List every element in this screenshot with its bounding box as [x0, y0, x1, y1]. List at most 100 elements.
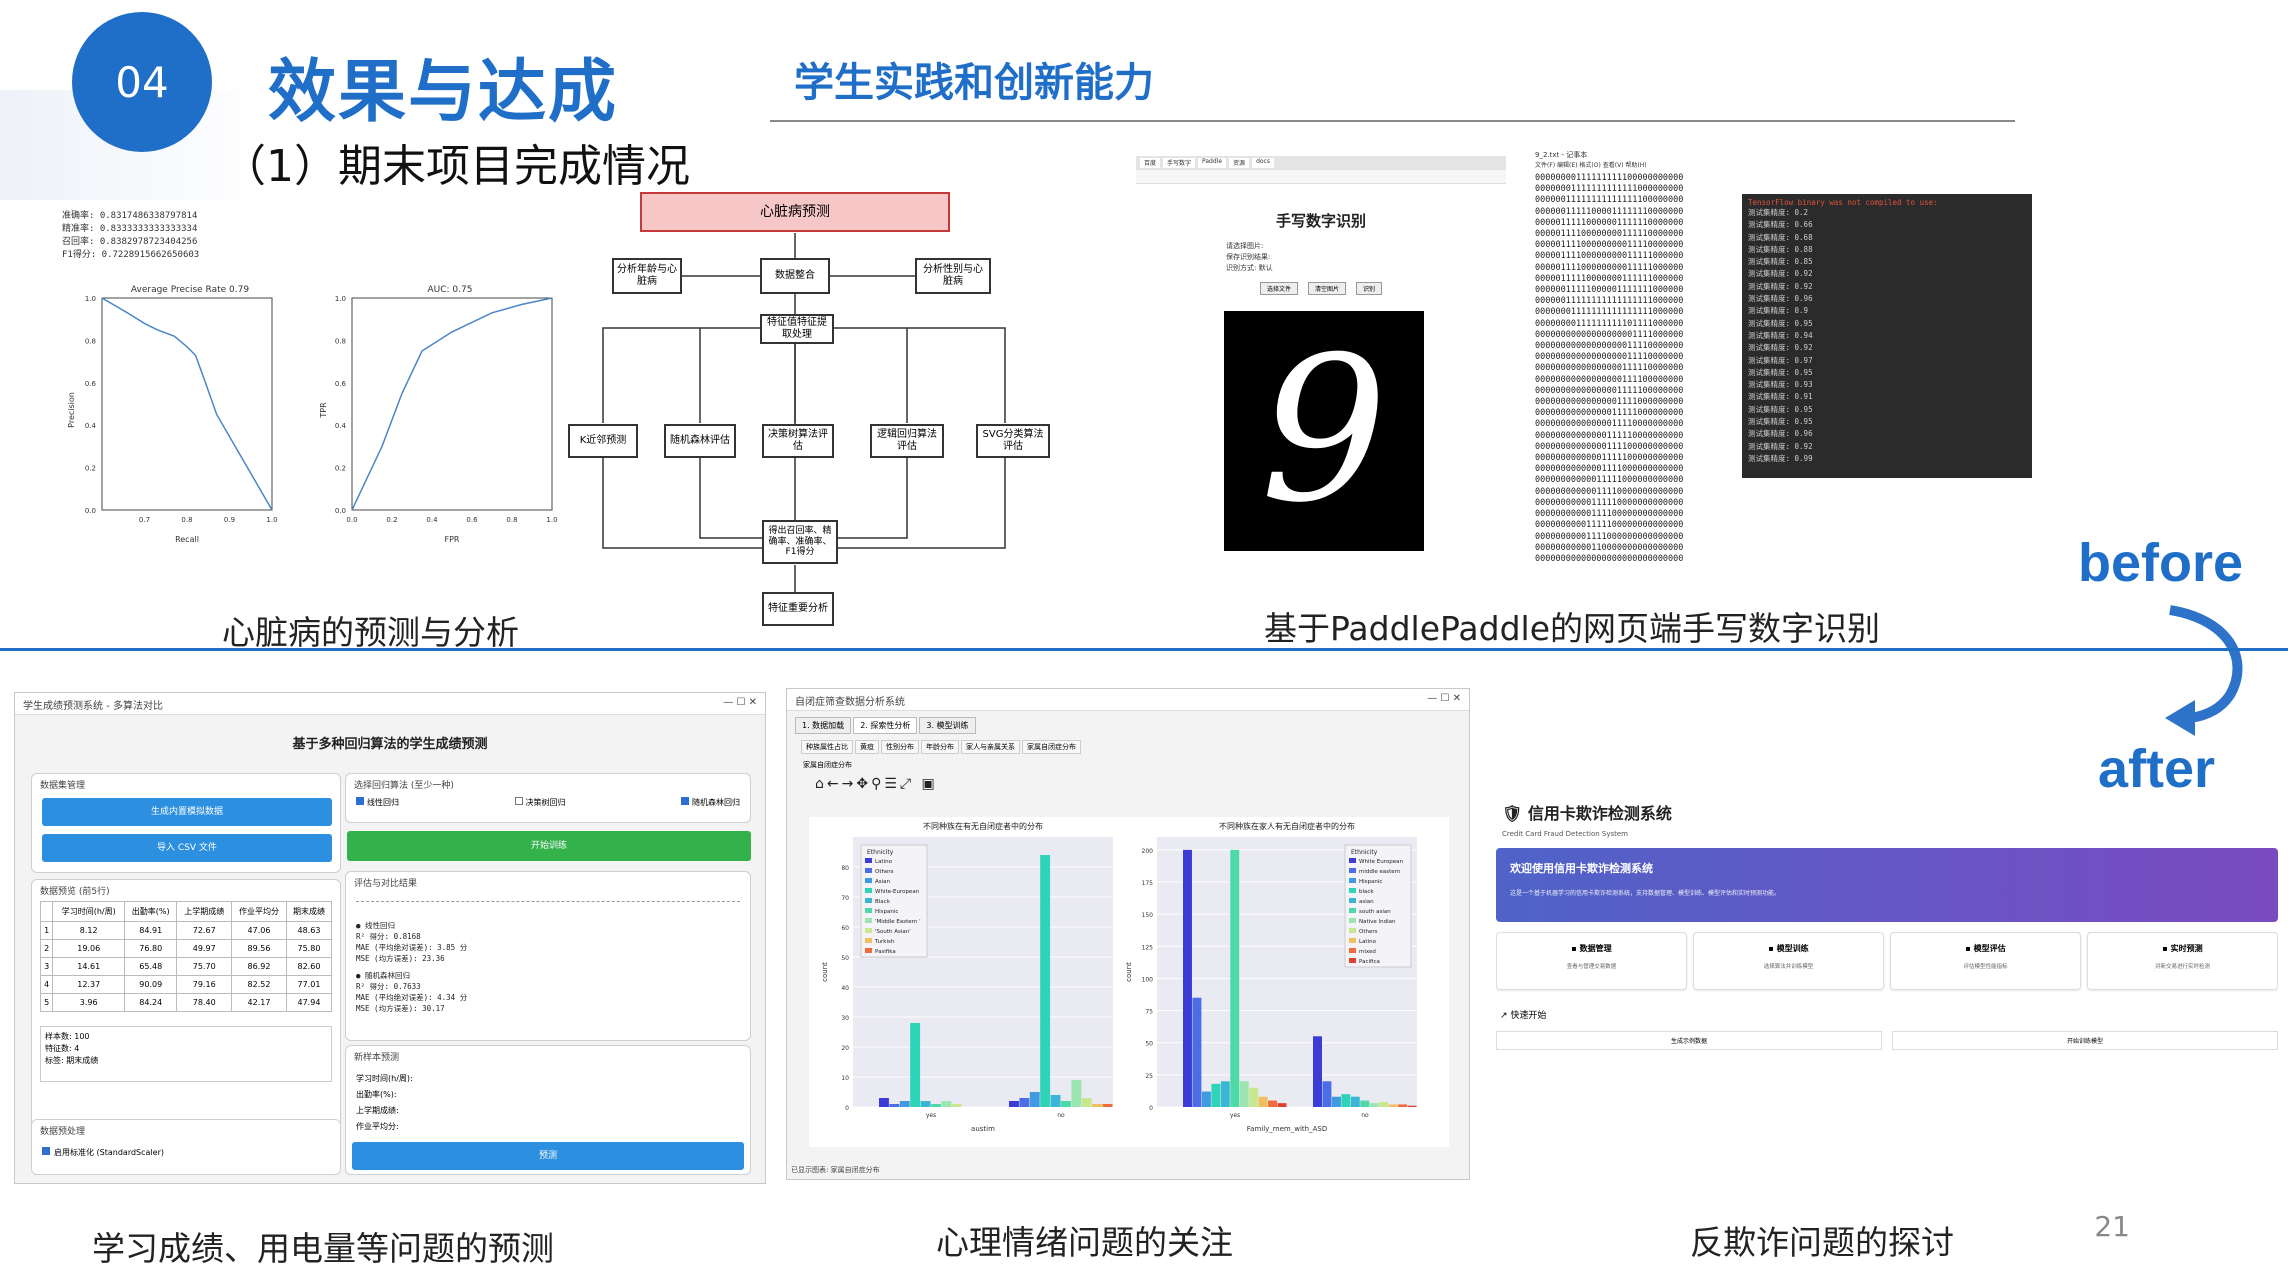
table-cell: 90.09 — [124, 975, 178, 994]
predict-field[interactable]: 上学期成绩: — [356, 1106, 399, 1115]
table-header: 期末成绩 — [285, 901, 333, 922]
module-title: ▪ 实时预测 — [2162, 944, 2203, 953]
table-cell: 3.96 — [52, 993, 126, 1012]
group-title: 数据预处理 — [40, 1127, 86, 1137]
window-controls[interactable]: — ☐ ✕ — [1427, 693, 1461, 704]
table-cell: 86.92 — [231, 957, 287, 976]
algo-checkbox[interactable]: 决策树回归 — [514, 797, 566, 808]
y-tick-label: 0.6 — [85, 380, 97, 388]
tab-explore[interactable]: 2. 探索性分析 — [853, 717, 918, 734]
table-cell: 4 — [39, 975, 54, 994]
bar — [1388, 1104, 1398, 1107]
legend-swatch — [865, 908, 872, 913]
y-tick-label: 150 — [1142, 912, 1154, 919]
bar — [1009, 1101, 1019, 1107]
browser-tab[interactable]: 资源 — [1229, 158, 1250, 168]
legend-swatch — [1349, 858, 1356, 863]
window-controls[interactable]: — ☐ ✕ — [723, 697, 757, 708]
group-title: 新样本预测 — [354, 1053, 400, 1063]
y-tick-label: 0.6 — [335, 380, 347, 388]
browser-tab[interactable]: 百度 — [1140, 158, 1161, 168]
checkbox-icon[interactable] — [42, 1147, 50, 1155]
legend-swatch — [865, 878, 872, 883]
legend-label: Hispanic — [875, 909, 898, 915]
side-heading: 学生实践和创新能力 — [794, 60, 1154, 106]
window-title: 学生成绩预测系统 - 多算法对比 — [23, 701, 163, 712]
bar — [1029, 1092, 1040, 1107]
digit-canvas[interactable]: 9 — [1224, 311, 1424, 551]
algo-checkbox[interactable]: 随机森林回归 — [681, 797, 740, 808]
table-cell: 75.70 — [176, 957, 233, 976]
module-card[interactable]: ▪ 数据管理查看与管理交易数据 — [1496, 932, 1687, 990]
form-row: 识别方式: 默认 — [1226, 264, 1273, 272]
notepad-title: 9_2.txt - 记事本 — [1535, 151, 1588, 159]
legend-swatch — [865, 928, 872, 933]
legend-title: Ethnicity — [867, 849, 894, 856]
choose-file-button[interactable]: 选择文件 — [1259, 282, 1298, 295]
browser-tab[interactable]: docs — [1252, 158, 1274, 168]
import-csv-button[interactable]: 导入 CSV 文件 — [42, 834, 332, 862]
recognize-button[interactable]: 识别 — [1356, 282, 1383, 295]
console-line: 测试集精度: 0.95 — [1748, 318, 1813, 328]
predict-button[interactable]: 预测 — [352, 1142, 744, 1170]
tab-data-load[interactable]: 1. 数据加载 — [795, 717, 852, 734]
subtab[interactable]: 性别分布 — [881, 740, 919, 754]
predict-field[interactable]: 出勤率(%): — [356, 1090, 397, 1099]
subtab[interactable]: 家人与亲属关系 — [961, 740, 1020, 754]
subtab[interactable]: 黄疸 — [855, 740, 879, 754]
legend-label: Native Indian — [1359, 919, 1396, 925]
bar — [1081, 1098, 1092, 1107]
roc-curve — [351, 297, 553, 511]
predict-field[interactable]: 作业平均分: — [356, 1122, 399, 1131]
plot-toolbar[interactable]: ⌂←→✥⚲☰⤢ ▣ — [815, 776, 938, 792]
bar — [1258, 1096, 1268, 1107]
eval-line: ● 随机森林回归 — [356, 971, 411, 980]
algo-group: 选择回归算法 (至少一种) 线性回归 决策树回归 随机森林回归 — [345, 773, 751, 823]
console-line: 测试集精度: 0.92 — [1748, 441, 1813, 451]
roc-title: AUC: 0.75 — [428, 285, 473, 295]
subtab[interactable]: 家属自闭症分布 — [1022, 740, 1081, 754]
quick-start-button[interactable]: 开始训练模型 — [1892, 1031, 2278, 1050]
chart-title: 不同种族在家人有无自闭症者中的分布 — [1219, 821, 1355, 831]
subtab[interactable]: 种族属性占比 — [801, 740, 853, 754]
tab-train[interactable]: 3. 模型训练 — [919, 717, 976, 734]
generate-data-button[interactable]: 生成内置模拟数据 — [42, 798, 332, 826]
bar — [941, 1101, 952, 1107]
module-card[interactable]: ▪ 实时预测对新交易进行实时检测 — [2087, 932, 2278, 990]
legend-swatch — [865, 948, 872, 953]
subtab[interactable]: 年龄分布 — [921, 740, 959, 754]
legend-swatch — [1349, 878, 1356, 883]
flow-node-age: 分析年龄与心脏病 — [612, 258, 682, 294]
preview-group: 数据预览 (前5行) 学习时间(h/周)出勤率(%)上学期成绩作业平均分期末成绩… — [31, 879, 341, 1151]
quick-start-button[interactable]: 生成示例数据 — [1496, 1031, 1882, 1050]
bar — [1360, 1100, 1370, 1107]
y-tick-label: 75 — [1145, 1009, 1153, 1016]
binary-digit-text: 00000000111111111100000000000 0000000111… — [1535, 173, 1684, 564]
stat-line: 特征数: 4 — [45, 1044, 80, 1053]
table-cell: 5 — [39, 993, 54, 1012]
y-tick-label: 0.0 — [335, 507, 346, 515]
console-line: 测试集精度: 0.93 — [1748, 380, 1813, 390]
psych-app-window: 自闭症筛查数据分析系统— ☐ ✕ 1. 数据加载 2. 探索性分析 3. 模型训… — [786, 688, 1470, 1180]
metric-line: F1得分: 0.7228915662650603 — [62, 250, 200, 260]
clear-image-button[interactable]: 清空图片 — [1307, 282, 1346, 295]
legend-swatch — [1349, 888, 1356, 893]
table-cell: 47.06 — [231, 921, 287, 940]
browser-tab[interactable]: Paddle — [1198, 158, 1227, 168]
start-training-button[interactable]: 开始训练 — [347, 831, 751, 861]
legend-swatch — [1349, 908, 1356, 913]
browser-address-bar[interactable] — [1136, 170, 1506, 184]
console-line: 测试集精度: 0.95 — [1748, 404, 1813, 414]
browser-tab[interactable]: 手写数字 — [1163, 158, 1196, 168]
x-tick-label: 0.2 — [386, 516, 397, 524]
predict-field[interactable]: 学习时间(h/周): — [356, 1074, 413, 1083]
table-cell: 14.61 — [52, 957, 126, 976]
bar — [1071, 1080, 1082, 1107]
legend-swatch — [865, 938, 872, 943]
algo-checkbox[interactable]: 线性回归 — [356, 797, 399, 808]
module-card[interactable]: ▪ 模型评估评估模型性能指标 — [1890, 932, 2081, 990]
module-card[interactable]: ▪ 模型训练选择算法并训练模型 — [1693, 932, 1884, 990]
chart-title: 不同种族在有无自闭症者中的分布 — [923, 821, 1043, 831]
legend-label: black — [1359, 889, 1374, 895]
